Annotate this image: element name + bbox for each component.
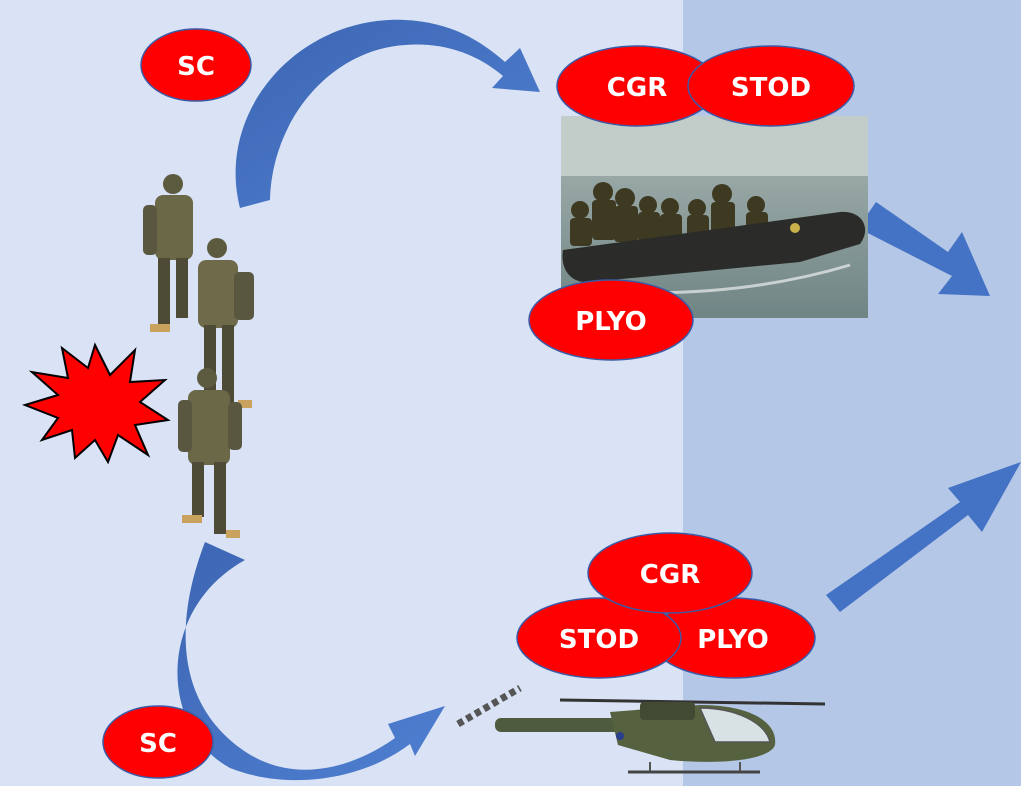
soldier-3: [178, 368, 242, 538]
heli-cgr-node: CGR: [587, 532, 753, 614]
boat-plyo-node: PLYO: [528, 279, 694, 361]
boat-cgr-label: CGR: [607, 73, 667, 103]
curved-arrow-bottom: [177, 542, 445, 781]
heli-stod-node: STOD: [516, 597, 682, 679]
soldier-1: [143, 174, 193, 332]
boat-plyo-label: PLYO: [575, 307, 647, 337]
heli-plyo-label: PLYO: [697, 625, 769, 655]
sc-top-label: SC: [177, 52, 215, 82]
boat-stod-label: STOD: [731, 73, 811, 103]
boat-cgr-node: CGR: [556, 45, 718, 127]
heli-cgr-label: CGR: [640, 560, 700, 590]
heli-stod-label: STOD: [559, 625, 639, 655]
straight-arrow-heli: [826, 462, 1021, 612]
curved-arrow-top: [235, 19, 540, 208]
helicopter-icon: [456, 684, 826, 774]
sc-node-top: SC: [140, 28, 252, 102]
soldiers-group-icon: [143, 174, 254, 538]
explosion-burst-icon: [21, 342, 171, 465]
soldier-2: [198, 238, 254, 408]
sc-bottom-label: SC: [139, 729, 177, 759]
sc-node-bottom: SC: [102, 705, 214, 779]
boat-stod-node: STOD: [687, 45, 855, 127]
straight-arrow-boat: [858, 202, 990, 296]
